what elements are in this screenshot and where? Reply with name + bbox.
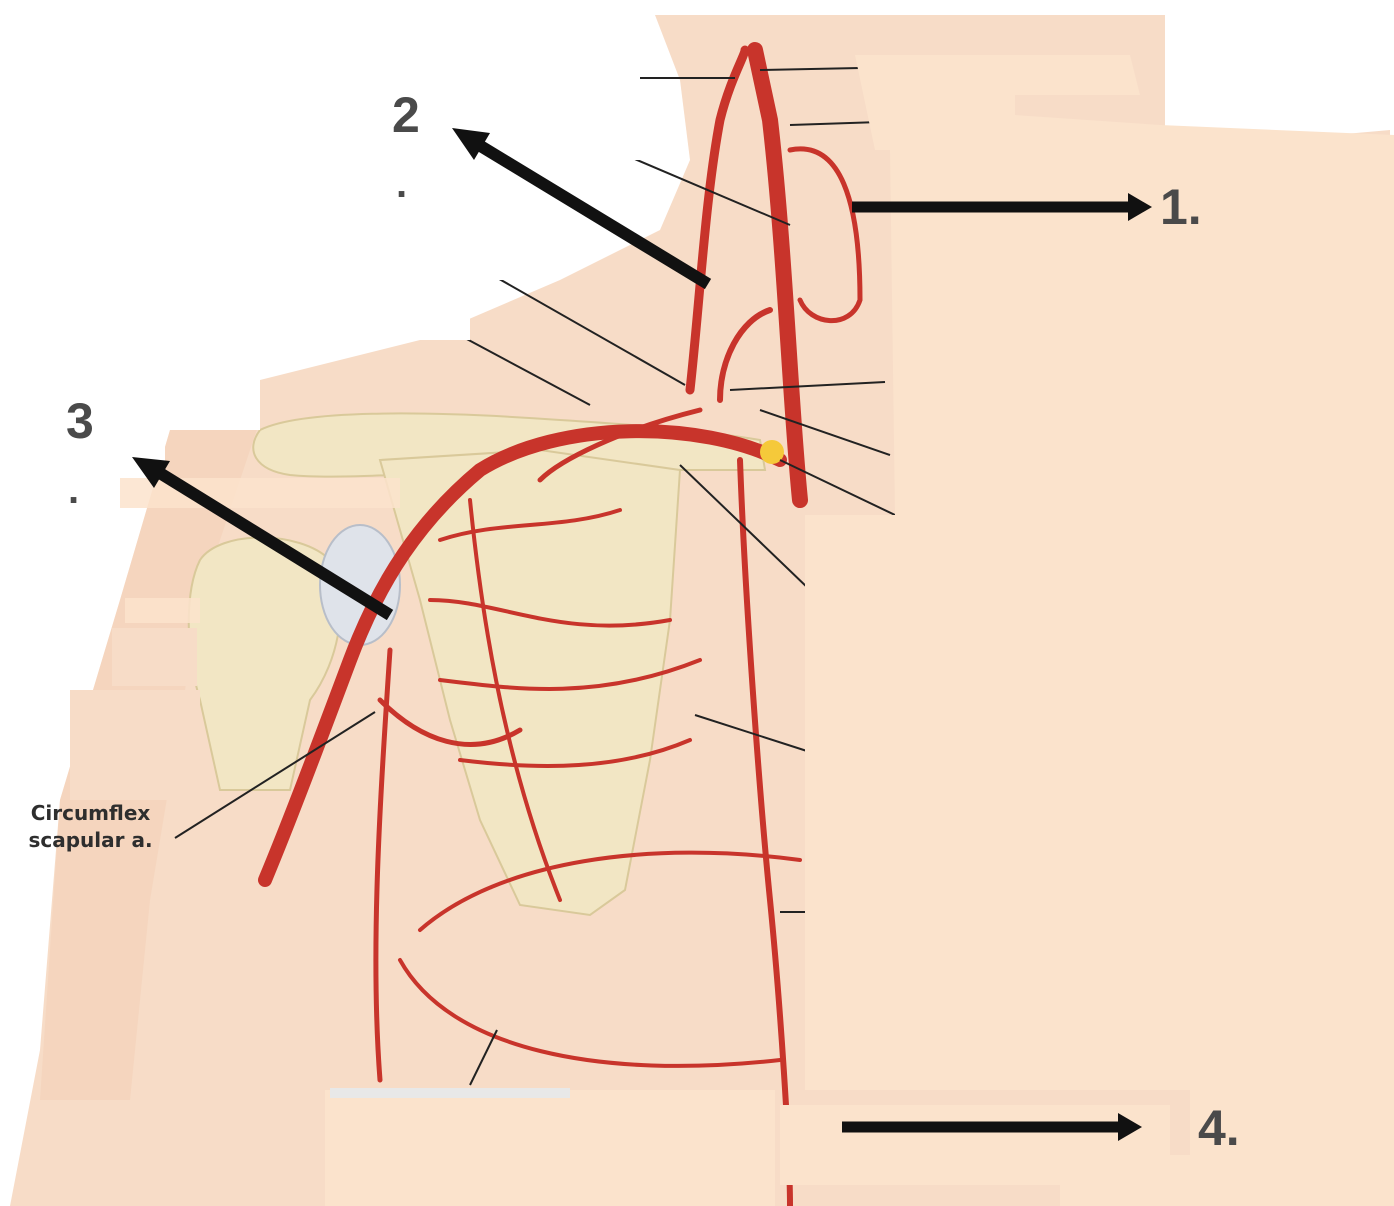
label-3-dot: . [68,470,79,510]
label-2-dot: . [396,164,407,204]
circumflex-scapular-caption: Circumflex scapular a. [8,800,173,854]
caption-line-2: scapular a. [8,827,173,854]
label-2: 2 [392,90,420,140]
caption-line-1: Circumflex [8,800,173,827]
label-3: 3 [66,396,94,446]
label-1: 1. [1160,182,1202,232]
label-4: 4. [1198,1103,1240,1153]
